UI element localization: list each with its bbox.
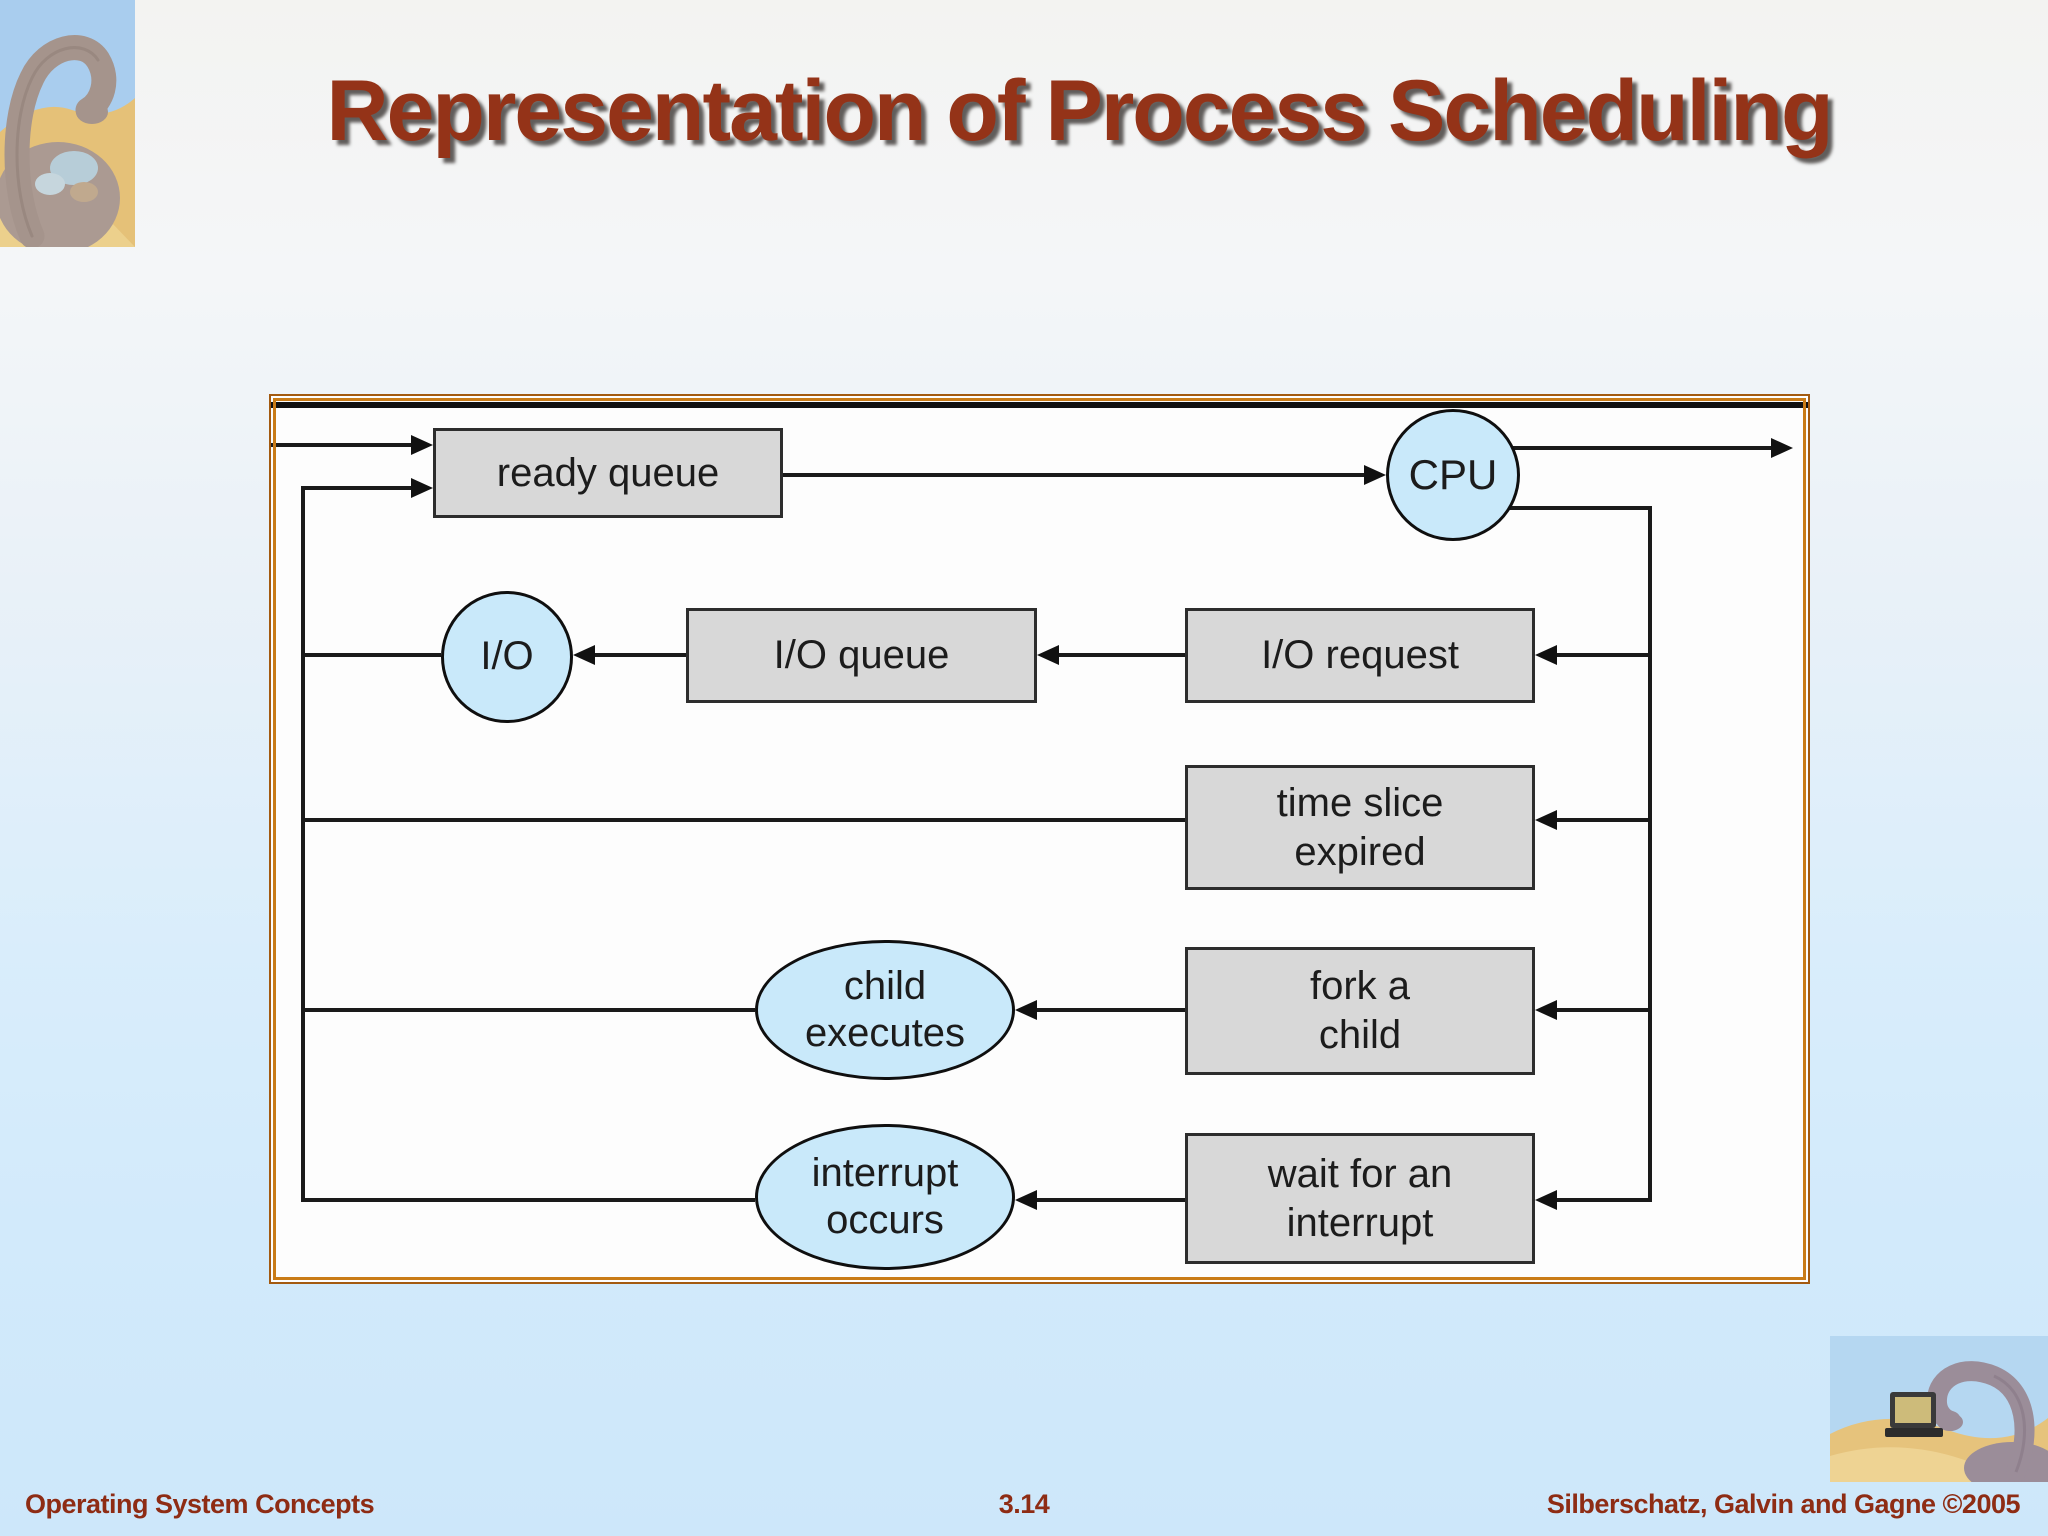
cpu-label: CPU [1408,451,1498,499]
dinosaur-laptop-illustration [1830,1336,2048,1494]
cpu-node: CPU [1386,409,1520,541]
footer-authors: Silberschatz, Galvin and Gagne ©2005 [1546,1489,2021,1519]
child-executes-label-line1: child [843,963,927,1008]
wait-to-interrupt-line [1035,1198,1185,1202]
wait-label-line2: interrupt [1286,1200,1434,1245]
io-request-box: I/O request [1185,608,1535,703]
arrowhead-into-interrupt-occurs [1015,1190,1037,1210]
child-executes-feedback-line [303,1008,755,1012]
fork-label-line2: child [1318,1013,1402,1057]
io-request-label: I/O request [1261,633,1459,678]
right-branch-vertical-line [1648,506,1652,1202]
io-to-feedback-line [303,653,441,657]
cpu-branch-line [1509,506,1652,510]
child-executes-node: child executes [755,940,1015,1080]
footer-book-title: Operating System Concepts [25,1489,375,1519]
time-slice-expired-box: time slice expired [1185,765,1535,890]
dinosaur-nest-illustration [0,0,135,254]
arrowhead-into-io [573,645,595,665]
child-executes-label-line2: executes [804,1011,966,1055]
io-queue-label: I/O queue [773,633,950,678]
io-node: I/O [441,591,573,723]
arrowhead-into-io-request [1535,645,1557,665]
arrowhead-into-cpu [1364,465,1386,485]
wait-label-line1: wait for an [1267,1151,1453,1196]
time-slice-label-line1: time slice [1276,780,1444,825]
fork-a-child-box: fork a child [1185,947,1535,1075]
arrowhead-into-time-slice [1535,810,1557,830]
fork-to-child-line [1035,1008,1185,1012]
diagram-top-border-line [271,402,1808,408]
branch-to-wait-line [1555,1198,1650,1202]
left-feedback-vertical-line [301,486,305,1202]
cpu-exit-line [1511,446,1773,450]
arrowhead-cpu-exit [1771,438,1793,458]
io-request-to-io-queue-line [1057,653,1185,657]
io-queue-box: I/O queue [686,608,1037,703]
interrupt-occurs-node: interrupt occurs [755,1124,1015,1270]
time-slice-feedback-line [303,818,1185,822]
interrupt-occurs-label-line2: occurs [826,1198,944,1242]
io-label: I/O [480,634,534,679]
arrowhead-into-fork [1535,1000,1557,1020]
interrupt-feedback-line [303,1198,755,1202]
feedback-line-into-ready-queue [301,486,413,490]
entry-line [271,443,413,447]
ready-queue-to-cpu-line [783,473,1366,477]
process-scheduling-diagram: ready queue CPU I/O I/O queue I/O reques… [269,394,1810,1284]
figure-border [273,398,1806,1280]
wait-for-interrupt-box: wait for an interrupt [1185,1133,1535,1264]
footer-page-number: 3.14 [998,1489,1050,1519]
arrowhead-into-wait [1535,1190,1557,1210]
arrowhead-feedback-ready-queue [411,478,433,498]
arrowhead-into-io-queue [1037,645,1059,665]
branch-to-fork-line [1555,1008,1650,1012]
io-queue-to-io-line [593,653,686,657]
ready-queue-label: ready queue [496,450,720,495]
page-title: Representation of Process Scheduling [326,63,1833,159]
branch-to-time-slice-line [1555,818,1650,822]
interrupt-occurs-label-line1: interrupt [811,1150,959,1195]
time-slice-label-line2: expired [1294,829,1426,874]
ready-queue-box: ready queue [433,428,783,518]
arrowhead-into-child-executes [1015,1000,1037,1020]
arrowhead-into-ready-queue [411,435,433,455]
fork-label-line1: fork a [1309,964,1411,1009]
branch-to-io-request-line [1555,653,1650,657]
